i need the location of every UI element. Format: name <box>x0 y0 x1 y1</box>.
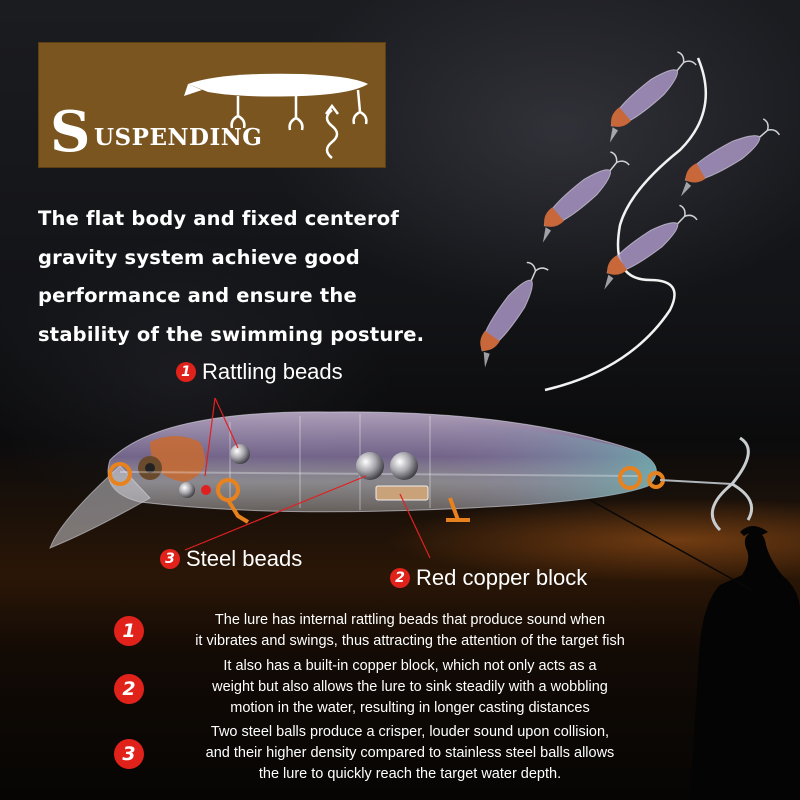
headline-line: stability of the swimming posture. <box>38 322 425 346</box>
description-line: weight but also allows the lure to sink … <box>212 679 608 695</box>
callout-steel-beads: 3 Steel beads <box>160 546 302 572</box>
mini-lure <box>542 151 630 243</box>
callout-number: 3 <box>160 549 180 569</box>
description-line: it vibrates and swings, thus attracting … <box>195 633 625 649</box>
mini-lure <box>480 261 549 368</box>
badge-initial: S <box>50 99 91 165</box>
description-line: and their higher density compared to sta… <box>205 745 615 761</box>
callout-rattling-beads: 1 Rattling beads <box>176 359 343 385</box>
swimming-path-illustration <box>480 51 781 392</box>
mini-lure <box>604 204 698 290</box>
description-line: motion in the water, resulting in longer… <box>230 700 590 716</box>
badge-word: USPENDING <box>94 124 263 151</box>
description-rattling: The lure has internal rattling beads tha… <box>150 610 670 652</box>
callout-number: 2 <box>390 568 410 588</box>
headline-line: gravity system achieve good <box>38 245 360 269</box>
headline-line: The flat body and fixed centerof <box>38 207 400 230</box>
callout-label: Steel beads <box>186 546 303 571</box>
callout-label: Red copper block <box>416 565 588 590</box>
suspending-badge: S USPENDING <box>38 42 386 168</box>
description-number: 1 <box>114 616 144 646</box>
description-number: 3 <box>114 739 144 769</box>
description-line: It also has a built-in copper block, whi… <box>223 658 597 674</box>
description-line: The lure has internal rattling beads tha… <box>214 612 606 628</box>
mini-lure <box>609 51 697 143</box>
lure-outline-icon <box>184 73 368 159</box>
description-line: Two steel balls produce a crisper, loude… <box>210 724 610 740</box>
mini-lure <box>680 118 781 197</box>
callout-copper-block: 2 Red copper block <box>390 565 587 591</box>
description-line: the lure to quickly reach the target wat… <box>258 766 562 782</box>
description-steel: Two steel balls produce a crisper, loude… <box>150 722 670 785</box>
lure-cutaway-illustration <box>49 397 753 559</box>
feature-headline: The flat body and fixed centerof gravity… <box>38 200 468 354</box>
headline-line: performance and ensure the <box>38 284 357 307</box>
callout-number: 1 <box>176 362 196 382</box>
description-number: 2 <box>114 674 144 704</box>
description-copper: It also has a built-in copper block, whi… <box>150 656 670 719</box>
callout-label: Rattling beads <box>202 359 343 384</box>
